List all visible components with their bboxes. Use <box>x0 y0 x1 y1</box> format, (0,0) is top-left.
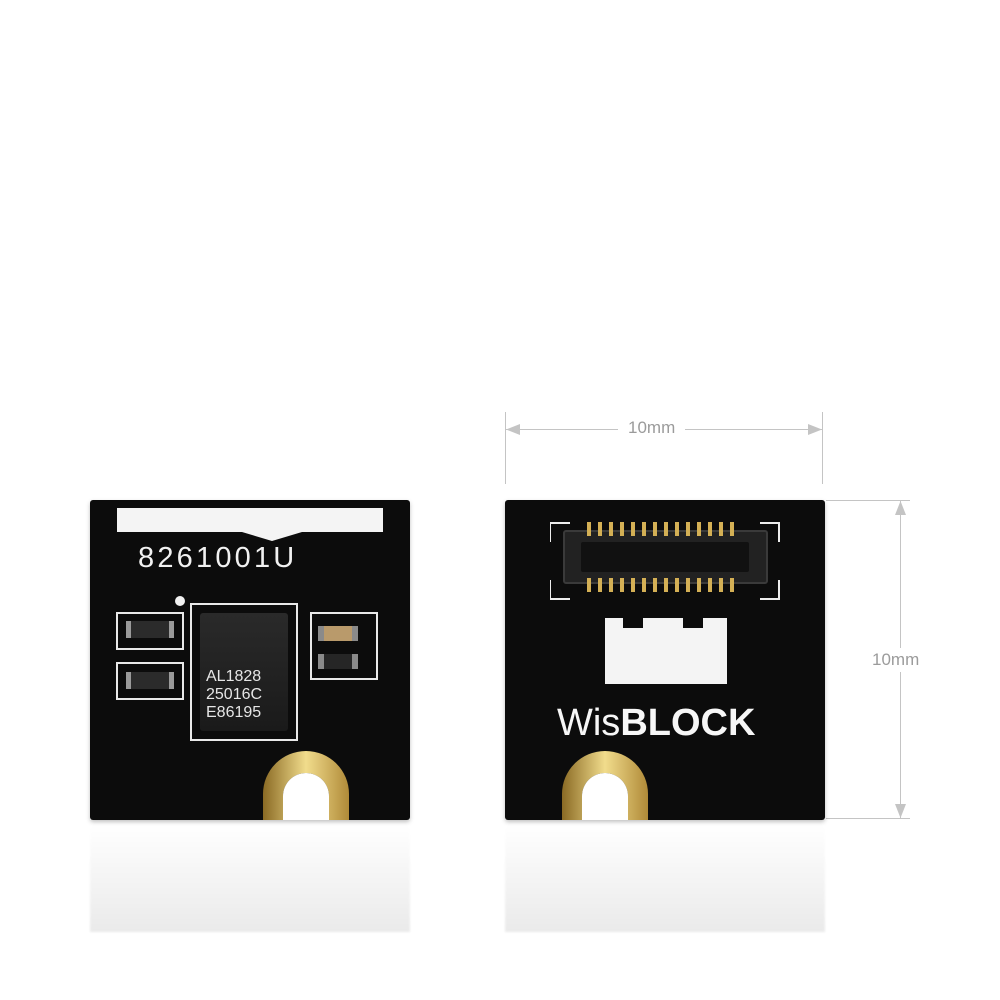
chip-marking-line-1: AL1828 <box>206 668 262 685</box>
wisblock-module-icon <box>605 618 727 684</box>
part-number: 8261001U <box>138 542 298 574</box>
height-extension-top <box>826 500 910 501</box>
pin1-dot <box>175 596 185 606</box>
component-outline-3 <box>310 612 378 680</box>
arrow-down-icon <box>895 804 906 818</box>
arrow-left-icon <box>506 424 520 435</box>
arrow-up-icon <box>895 501 906 515</box>
mounting-slot-pad-right <box>562 751 648 820</box>
component-outline-2 <box>116 662 184 700</box>
right-board: WisBLOCK <box>505 500 825 820</box>
right-board-reflection <box>505 822 825 932</box>
component-outline-1 <box>116 612 184 650</box>
height-extension-bottom <box>826 818 910 819</box>
smd-component-2 <box>126 672 174 689</box>
width-label: 10mm <box>618 418 686 438</box>
chip-marking-line-3: E86195 <box>206 704 262 721</box>
width-extension-left <box>505 412 506 484</box>
sensor-chip <box>200 613 288 731</box>
brand-bold: BLOCK <box>620 702 756 744</box>
connector-outline <box>550 522 780 600</box>
smd-resistor <box>318 654 358 669</box>
connector-pins <box>587 522 734 592</box>
height-label: 10mm <box>862 648 930 672</box>
connector-slot <box>581 542 749 572</box>
left-board: 8261001U AL1828 25016C E86195 <box>90 500 410 820</box>
chip-outline <box>190 603 298 741</box>
mounting-slot-pad <box>263 751 349 820</box>
smd-component-1 <box>126 621 174 638</box>
brand-light: Wis <box>557 702 621 744</box>
arrow-right-icon <box>808 424 822 435</box>
left-board-reflection <box>90 822 410 932</box>
smd-capacitor <box>318 626 358 641</box>
chip-marking-line-2: 25016C <box>206 686 263 703</box>
label-strip <box>117 508 383 541</box>
brand-logo: WisBLOCK <box>557 702 755 745</box>
width-extension-right <box>822 412 823 484</box>
